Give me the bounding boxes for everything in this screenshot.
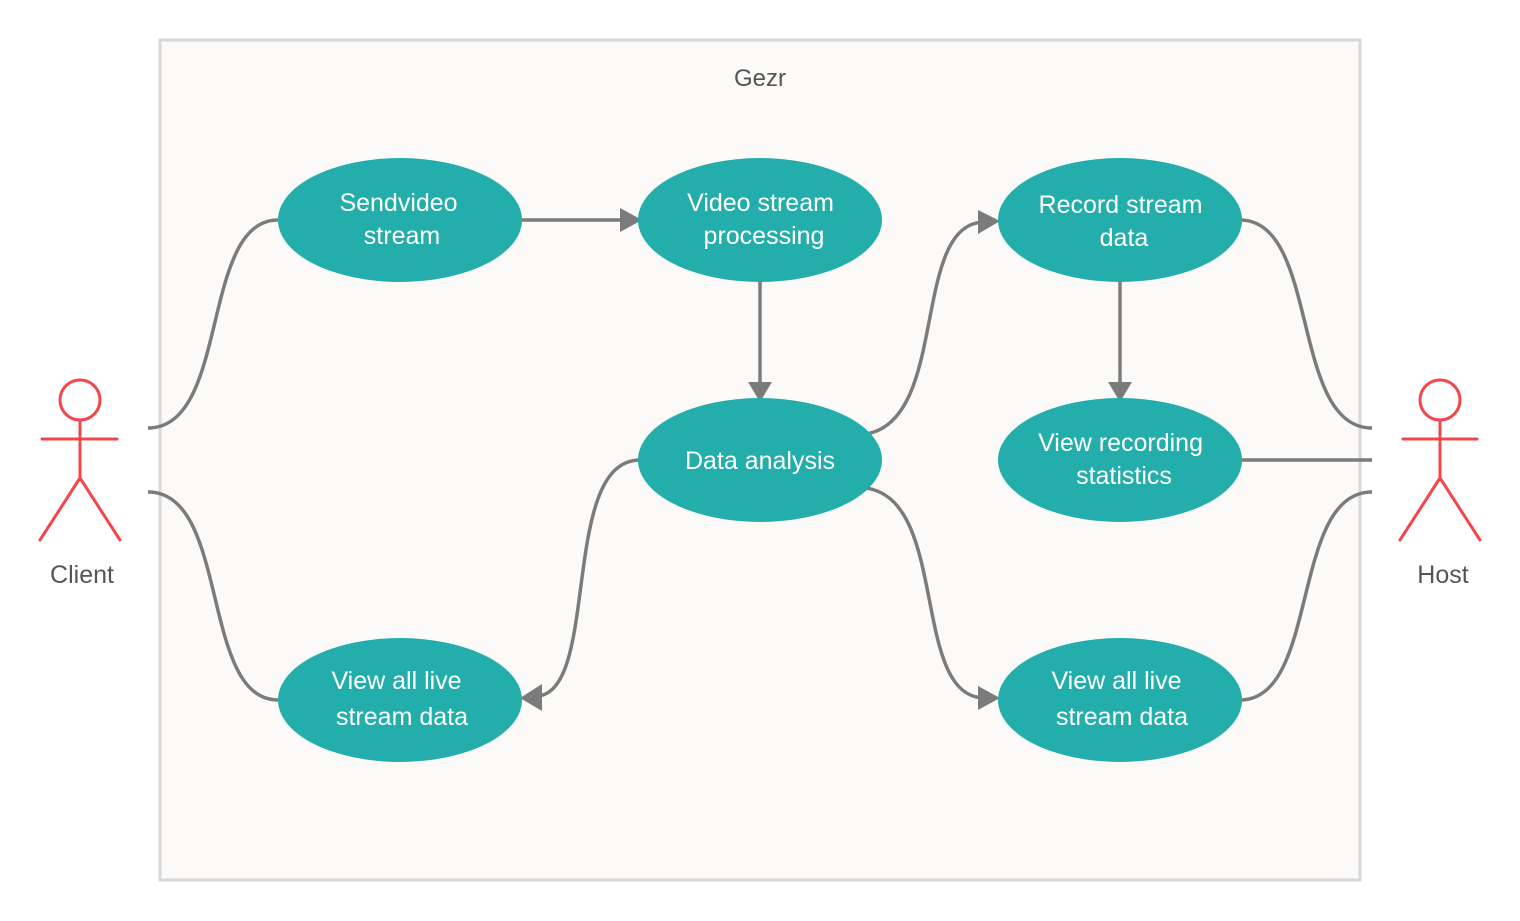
use-case-send-video-stream[interactable]: Sendvideo stream (278, 158, 522, 282)
use-case-record-stream-data[interactable]: Record stream data (998, 158, 1242, 282)
use-case-label: Sendvideo stream (339, 189, 464, 250)
edge-client-view-all-live (147, 490, 279, 702)
edge-host-record (1239, 218, 1373, 430)
actor-host[interactable]: Host (1398, 378, 1482, 589)
actor-client[interactable]: Client (38, 378, 122, 589)
stick-figure-icon (38, 378, 122, 542)
use-case-data-analysis[interactable]: Data analysis (638, 398, 882, 522)
edge-host-view-all-live (1239, 490, 1373, 702)
use-case-video-stream-processing[interactable]: Video stream processing (638, 158, 882, 282)
edge-analysis-to-view-all-host (865, 486, 986, 700)
arrowhead (520, 684, 542, 711)
use-case-label: Video stream processing (687, 189, 841, 250)
arrowhead (620, 208, 642, 232)
use-case-view-all-live-stream-data-host[interactable]: View all live stream data (998, 638, 1242, 762)
use-case-view-recording-statistics[interactable]: View recording statistics (998, 398, 1242, 522)
actor-name: Client (50, 561, 114, 589)
edge-client-send-video (147, 218, 279, 430)
use-case-view-all-live-stream-data-client[interactable]: View all live stream data (278, 638, 522, 762)
use-case-label: View all live stream data (1051, 667, 1188, 731)
connectors (147, 208, 1373, 711)
stick-figure-icon (1398, 378, 1482, 542)
arrowhead (1108, 382, 1132, 402)
arrowhead (748, 382, 772, 402)
arrowhead (978, 210, 1000, 234)
arrowhead (978, 686, 1000, 710)
edge-analysis-to-view-all-client (537, 458, 641, 698)
use-case-label: Record stream data (1039, 191, 1210, 252)
edge-analysis-to-record (865, 220, 986, 436)
use-case-label: View recording statistics (1038, 429, 1210, 490)
system-title: Gezr (734, 65, 786, 92)
actor-name: Host (1417, 561, 1468, 589)
use-case-label: Data analysis (685, 447, 835, 475)
use-case-label: View all live stream data (331, 667, 468, 731)
